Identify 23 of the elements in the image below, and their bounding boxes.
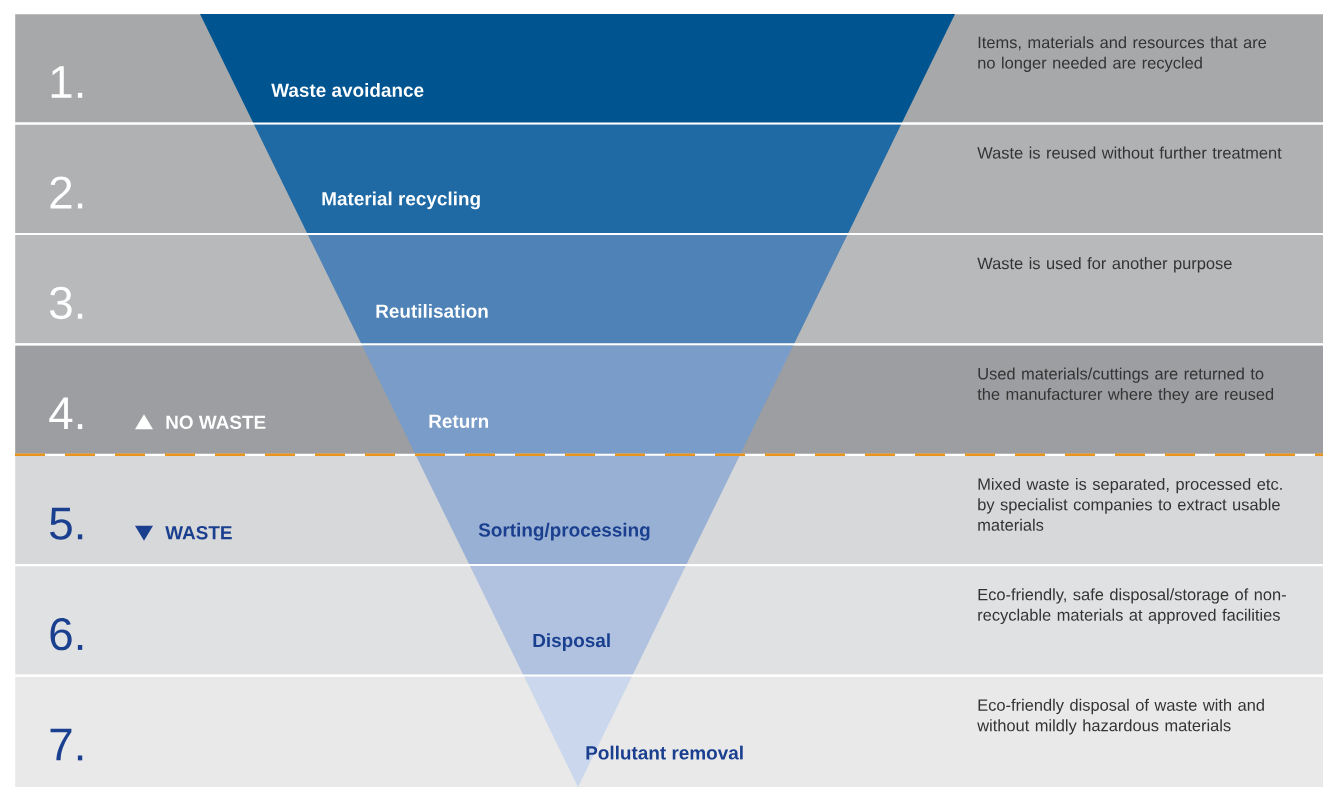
- description-text: Eco-friendly disposal of waste with and without mildly hazardous materials: [977, 698, 1264, 735]
- level-number: 4.: [49, 397, 83, 430]
- funnel-segment: Return: [362, 345, 794, 456]
- down-triangle-label: WASTE: [135, 525, 232, 541]
- up-triangle-label: NO WASTE: [135, 414, 266, 430]
- funnel-segment: Material recycling: [254, 124, 902, 235]
- description-text: Waste is reused without further treatment: [977, 146, 1282, 159]
- funnel-segment: Waste avoidance: [200, 14, 955, 125]
- description-text: Mixed waste is separated, processed etc. by specialist companies to extract usable materials: [978, 477, 1282, 531]
- description-text: Used materials/cuttings are returned to the manufacturer where they are reused: [977, 367, 1274, 404]
- funnel-segment: Reutilisation: [308, 234, 848, 346]
- description-text: Items, materials and resources that are no longer needed are recycled: [978, 36, 1267, 72]
- funnel-segment: Sorting/processing: [416, 455, 740, 567]
- level-number: 6.: [50, 617, 83, 651]
- level-number: 1.: [51, 66, 83, 98]
- level-number: 7.: [50, 728, 83, 761]
- level-number: 5.: [50, 507, 83, 540]
- funnel-segment: Pollutant removal: [524, 676, 743, 787]
- level-number: 2.: [50, 176, 83, 209]
- funnel-segment: Disposal: [470, 566, 686, 677]
- level-number: 3.: [49, 286, 83, 320]
- description-text: Eco-friendly, safe disposal/storage of non-recyclable materials at approved facilities: [978, 588, 1286, 625]
- description-text: Waste is used for another purpose: [977, 257, 1232, 273]
